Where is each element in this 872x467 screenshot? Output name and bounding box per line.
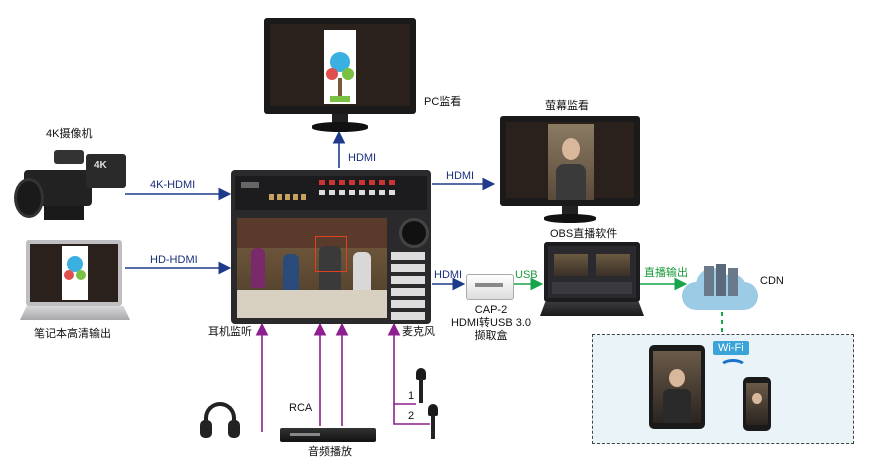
cap2-line1: CAP-2 [474,304,508,316]
camera-hdmi-label: 4K-HDMI [150,179,196,191]
screen-monitor-label: 萤幕监看 [545,100,589,112]
screen-monitor [500,116,640,206]
video-switcher [231,170,431,324]
laptop-document [62,246,88,300]
mic-label: 麦克风 [402,326,435,338]
camera-label: 4K摄像机 [46,128,93,140]
pc-monitor-document [324,30,356,104]
switcher-keypad [391,252,425,320]
mic1-label: 1 [408,390,415,402]
laptop [20,240,130,324]
rca-label: RCA [289,402,313,414]
wifi-icon [719,359,747,376]
laptop-hdmi-label: HD-HDMI [150,254,198,266]
cap2-line3: 撷取盒 [474,330,508,342]
headphone-icon [200,402,240,444]
headphone-label: 耳机监听 [208,326,252,338]
line-mic2 [393,404,430,425]
switcher-joystick [399,218,429,248]
wifi-area: Wi-Fi [592,334,854,444]
pc-monitor [264,18,416,114]
cap2-box [466,274,514,300]
mic2-icon [428,404,438,440]
tablet-device [649,345,705,429]
cdn-cloud [682,262,758,312]
laptop-label: 笔记本高清输出 [34,328,111,340]
mic2-label: 2 [408,410,415,422]
hdmi-label-top: HDMI [348,152,377,164]
hdmi-label-right-top: HDMI [446,170,475,182]
cap2-line2: HDMI转USB 3.0 [450,317,532,329]
camera-4k-badge: 4K [94,160,107,171]
phone-device [743,377,771,431]
obs-label: OBS直播软件 [550,228,618,240]
obs-laptop [540,242,644,318]
audio-play-label: 音频播放 [308,446,352,458]
audio-player [280,428,376,442]
usb-label: USB [515,269,538,281]
switcher-screen [237,218,387,318]
live-output-label: 直播输出 [644,267,688,279]
wifi-badge: Wi-Fi [713,341,749,355]
hdmi-label-right-mid: HDMI [434,269,463,281]
camera-4k: 4K [14,146,126,228]
pc-monitor-label: PC监看 [424,96,462,108]
mic1-icon [416,368,426,404]
cdn-label: CDN [760,275,784,287]
screen-monitor-person [548,124,594,200]
switcher-button-panel [235,176,427,210]
